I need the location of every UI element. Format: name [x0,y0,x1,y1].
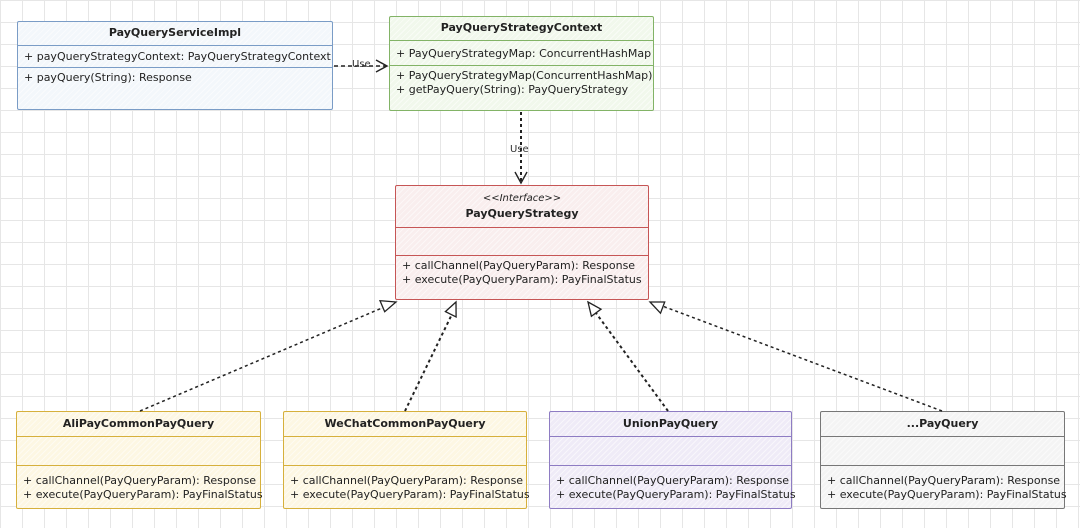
stereotype-label: <<Interface>> [482,193,562,204]
operation: + execute(PayQueryParam): PayFinalStatus [290,488,530,501]
operation: + execute(PayQueryParam): PayFinalStatus [402,273,642,286]
operation: + PayQueryStrategyMap(ConcurrentHashMap) [396,69,653,82]
class-wechat-common-pay-query[interactable]: WeChatCommonPayQuery + callChannel(PayQu… [283,411,530,509]
operation: + execute(PayQueryParam): PayFinalStatus [827,488,1067,501]
class-other-pay-query[interactable]: ...PayQuery + callChannel(PayQueryParam)… [820,411,1067,509]
class-union-pay-query[interactable]: UnionPayQuery + callChannel(PayQueryPara… [549,411,796,509]
realization-ali [139,299,398,412]
use-label: Use [510,144,529,155]
operations-section: + callChannel(PayQueryParam): Response +… [396,256,648,290]
class-pay-query-strategy-context[interactable]: PayQueryStrategyContext + PayQueryStrate… [389,16,654,111]
class-header: <<Interface>> PayQueryStrategy [396,186,648,228]
operation: + payQuery(String): Response [24,71,192,84]
operations-section: + callChannel(PayQueryParam): Response +… [284,466,530,505]
realization-line [592,308,669,412]
attributes-section [550,437,791,466]
open-arrowhead [514,171,528,185]
operation: + callChannel(PayQueryParam): Response [402,259,636,272]
attributes-section [821,437,1064,466]
attribute: + payQueryStrategyContext: PayQueryStrat… [24,50,331,63]
realization-line [656,303,943,412]
hollow-triangle-head [587,300,603,318]
operations-section: + callChannel(PayQueryParam): Response +… [550,466,796,505]
operation: + execute(PayQueryParam): PayFinalStatus [23,488,263,501]
realization-line [404,309,455,412]
interface-pay-query-strategy[interactable]: <<Interface>> PayQueryStrategy + callCha… [395,185,649,300]
attributes-section [17,437,260,466]
operation: + callChannel(PayQueryParam): Response [290,474,524,487]
class-name: PayQueryStrategy [465,207,579,220]
hollow-triangle-head [648,301,666,315]
class-pay-query-service-impl[interactable]: PayQueryServiceImpl + payQueryStrategyCo… [17,21,333,110]
operation: + callChannel(PayQueryParam): Response [827,474,1061,487]
hollow-triangle-head [378,299,398,313]
class-name: WeChatCommonPayQuery [284,412,526,437]
class-alipay-common-pay-query[interactable]: AliPayCommonPayQuery + callChannel(PayQu… [16,411,263,509]
open-arrowhead [375,59,389,73]
operation: + callChannel(PayQueryParam): Response [556,474,790,487]
operation: + callChannel(PayQueryParam): Response [23,474,257,487]
attributes-section [284,437,526,466]
class-name: UnionPayQuery [550,412,791,437]
class-name: PayQueryStrategyContext [390,17,653,41]
hollow-triangle-head [444,300,457,318]
operations-section: + callChannel(PayQueryParam): Response +… [17,466,263,505]
class-name: ...PayQuery [821,412,1064,437]
operations-section: + payQuery(String): Response [18,68,332,88]
operations-section: + PayQueryStrategyMap(ConcurrentHashMap)… [390,66,653,100]
operations-section: + callChannel(PayQueryParam): Response +… [821,466,1067,505]
realization-more [648,301,943,412]
operation: + execute(PayQueryParam): PayFinalStatus [556,488,796,501]
operation: + getPayQuery(String): PayQueryStrategy [396,83,629,96]
realization-line [139,304,390,412]
class-name: PayQueryServiceImpl [18,22,332,46]
attribute: + PayQueryStrategyMap: ConcurrentHashMap [396,47,652,60]
attributes-section [396,228,648,256]
attributes-section: + payQueryStrategyContext: PayQueryStrat… [18,46,332,68]
attributes-section: + PayQueryStrategyMap: ConcurrentHashMap [390,41,653,66]
realization-union [587,300,669,412]
realization-wechat [404,300,457,412]
class-name: AliPayCommonPayQuery [17,412,260,437]
use-label: Use [352,59,371,70]
